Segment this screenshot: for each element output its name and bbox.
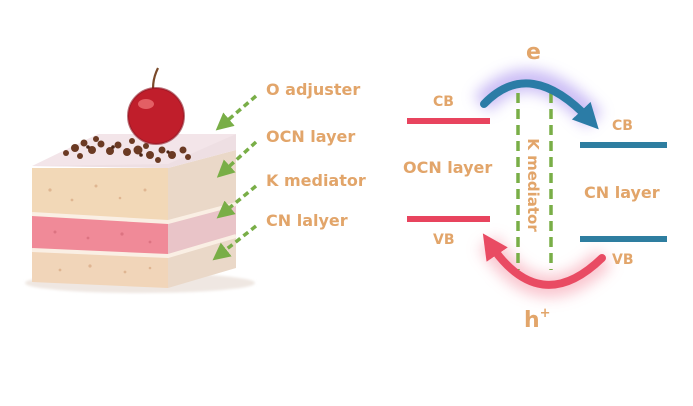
pointer-cn-layer-icon: [212, 224, 258, 261]
label-hole-superscript: +: [539, 306, 551, 321]
pointer-o-adjuster-icon: [215, 94, 258, 131]
cake-pointer-arrows: [212, 94, 258, 261]
electron-transfer-arrow-icon: [480, 79, 599, 130]
label-cn-vb: VB: [612, 252, 634, 268]
label-k-mediator: K mediator: [266, 171, 366, 190]
label-electron: e: [526, 40, 541, 65]
pointer-ocn-layer-icon: [216, 140, 258, 178]
label-cn-layer: CN lalyer: [266, 211, 348, 230]
label-cn-cb: CB: [612, 118, 633, 134]
label-ocn-cb: CB: [433, 94, 454, 110]
label-ocn-layer: OCN layer: [266, 127, 356, 146]
label-ocn-layer-band: OCN layer: [403, 158, 493, 177]
label-ocn-vb: VB: [433, 232, 455, 248]
label-hole-base: h: [524, 308, 540, 333]
hole-transfer-arrow-icon: [482, 233, 606, 289]
label-o-adjuster: O adjuster: [266, 80, 361, 99]
label-cn-layer-band: CN layer: [584, 183, 660, 202]
label-hole: h+: [524, 306, 551, 333]
cherry-cake-illustration: [25, 67, 255, 293]
pointer-k-mediator-icon: [216, 184, 258, 219]
label-mediator-vertical: K mediator: [524, 138, 542, 232]
